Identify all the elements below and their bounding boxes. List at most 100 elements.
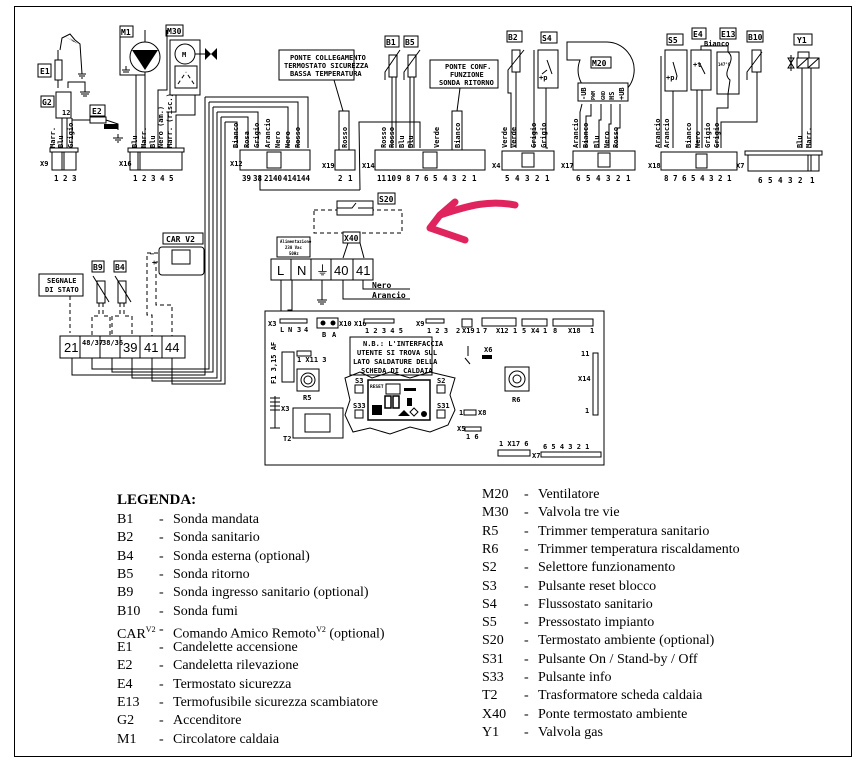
x7-connector [747,154,820,172]
svg-text:1: 1 [590,327,594,335]
s31-button[interactable] [436,409,446,419]
svg-text:S3: S3 [355,377,363,385]
svg-text:Rosso: Rosso [294,127,302,148]
svg-text:X16: X16 [119,160,132,168]
x40-tag: X40 [344,234,359,243]
svg-text:Arancio: Arancio [663,118,671,148]
svg-text:41: 41 [356,263,370,278]
svg-text:21: 21 [64,340,78,355]
svg-text:Bianco: Bianco [685,123,693,148]
s3-button[interactable] [354,384,364,394]
svg-text:1: 1 [472,174,477,183]
s4-tag: S4 [542,34,552,43]
svg-text:X19: X19 [322,162,335,170]
svg-text:1: 1 [810,176,815,185]
svg-text:F1 3,15 AF: F1 3,15 AF [270,342,278,384]
svg-text:X8: X8 [478,409,486,417]
svg-text:4: 4 [443,174,448,183]
gas-valve-icon [787,55,795,71]
svg-text:10: 10 [387,174,397,183]
m1-tag: M1 [121,28,131,37]
svg-text:Grigio: Grigio [67,123,75,148]
svg-text:Grigio: Grigio [704,123,712,148]
b1-sensor [388,54,398,78]
b2-tag: B2 [508,33,518,42]
svg-text:PONTE CONF.: PONTE CONF. [445,63,491,71]
svg-text:Rosa: Rosa [243,131,251,148]
ground-icon [67,81,90,97]
svg-text:21: 21 [264,174,274,183]
x7-group: Y1 Blu Marr. X7 6 5 4 3 2 1 [736,33,823,185]
svg-text:−: − [150,250,154,258]
user-interface-outline [344,371,456,435]
svg-text:DI STATO: DI STATO [45,286,79,294]
pump-icon [132,50,158,70]
s4-flow-switch [537,49,559,89]
b4-tag: B4 [115,263,125,272]
svg-text:HS: HS [608,92,616,100]
b5-sensor [407,54,417,78]
svg-text:41: 41 [144,340,158,355]
pcb-fuse [281,351,295,383]
svg-text:2: 2 [718,174,723,183]
wiring-diagram: E1 G2 12 E2 Marr. Blu Grigio X9 1 2 3 M1 [37,24,823,466]
svg-text:6: 6 [758,176,763,185]
svg-text:Nero: Nero [603,131,611,148]
pcb-x5 [464,426,482,432]
svg-text:1: 1 [543,327,547,335]
e4-tag: E4 [693,30,703,39]
svg-text:4: 4 [160,174,165,183]
alimentazione-box [276,236,311,258]
svg-text:GND: GND [601,91,607,100]
svg-text:X19: X19 [462,327,475,335]
svg-text:+t: +t [693,61,701,69]
valve-icon [205,48,217,60]
svg-text:2: 2 [456,327,460,335]
svg-text:T2: T2 [283,435,291,443]
svg-text:N: N [297,263,306,278]
svg-text:X4: X4 [492,162,500,170]
pcb-x12 [481,317,517,327]
svg-text:40: 40 [334,263,348,278]
svg-text:FUNZIONE: FUNZIONE [450,71,484,79]
pcb-x16 [363,318,395,324]
pcb-x10 [316,317,339,329]
svg-text:Arancio: Arancio [372,290,406,300]
svg-text:4: 4 [778,176,783,185]
svg-text:38/36: 38/36 [102,339,123,347]
svg-text:5: 5 [433,174,438,183]
s2-button[interactable] [436,384,446,394]
harness-lines [71,96,309,385]
pcb-x8 [463,409,477,416]
svg-text:4: 4 [596,174,601,183]
svg-text:7: 7 [415,174,420,183]
svg-text:7: 7 [673,174,678,183]
svg-text:Grigio: Grigio [713,123,721,148]
svg-text:SONDA RITORNO: SONDA RITORNO [439,79,494,87]
svg-text:3: 3 [297,326,301,334]
s33-button[interactable] [354,409,364,419]
svg-text:A: A [332,331,337,339]
svg-text:Nero: Nero [372,281,391,290]
svg-text:5: 5 [768,176,773,185]
x16-connector [129,151,183,171]
svg-text:L: L [277,263,284,278]
svg-text:UTENTE SI TROVA SUL: UTENTE SI TROVA SUL [357,349,437,357]
svg-text:Rosso: Rosso [380,127,388,148]
mains-group: S20 X40 Alimentazione 230 Vac 50Hz L N ⏚… [270,192,519,315]
svg-text:2: 2 [142,174,147,183]
svg-text:12: 12 [62,109,70,117]
svg-text:48/37: 48/37 [82,339,103,347]
svg-text:1: 1 [54,174,59,183]
svg-text:7: 7 [483,327,487,335]
e2-sensor [104,124,118,129]
svg-text:2: 2 [462,174,467,183]
pcb-note-box [349,336,433,376]
b10-sensor [751,49,762,73]
b1-tag: B1 [386,38,396,47]
svg-text:1: 1 [545,174,550,183]
svg-text:1: 1 [727,174,732,183]
svg-text:Blu: Blu [149,135,157,148]
svg-text:B: B [322,331,326,339]
pcb-x7 [540,451,602,458]
